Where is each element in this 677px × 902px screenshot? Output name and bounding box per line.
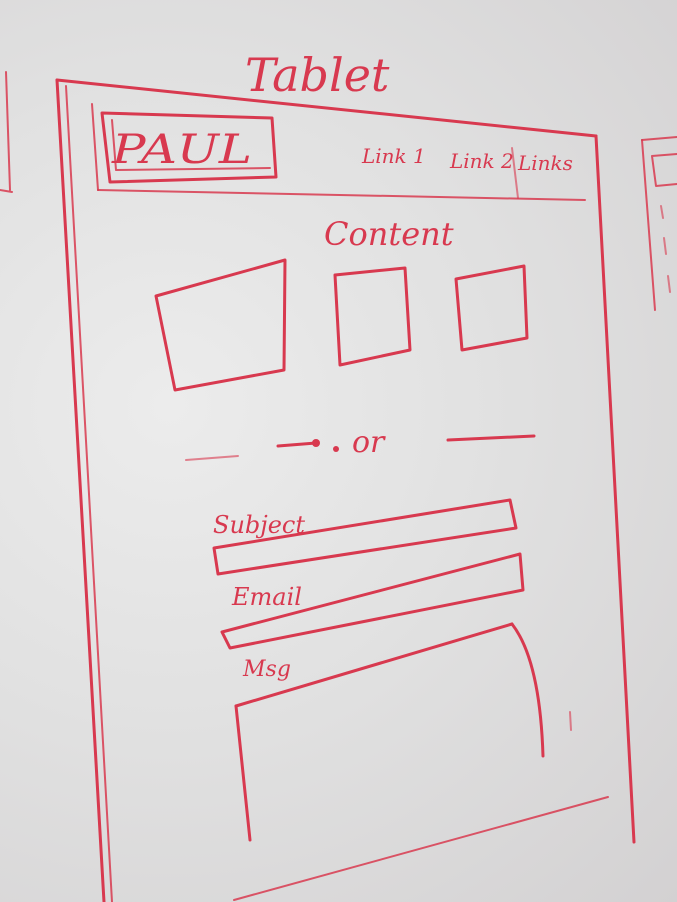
logo-box[interactable] bbox=[100, 111, 278, 184]
device-title: Tablet bbox=[245, 48, 390, 102]
header-bar bbox=[91, 103, 586, 201]
left-neighbor-sketch bbox=[0, 71, 13, 193]
nav-link-3[interactable]: Links bbox=[517, 151, 573, 175]
or-divider bbox=[185, 434, 536, 461]
email-input[interactable] bbox=[220, 552, 525, 650]
content-heading: Content bbox=[324, 215, 454, 253]
message-textarea[interactable] bbox=[234, 622, 572, 842]
content-box-2[interactable] bbox=[333, 266, 412, 367]
tablet-frame bbox=[55, 78, 636, 902]
message-label: Msg bbox=[242, 657, 291, 682]
content-box-3[interactable] bbox=[454, 264, 529, 352]
nav-link-2[interactable]: Link 2 bbox=[449, 149, 514, 173]
logo-text: PAUL bbox=[111, 127, 252, 173]
divider-text: or bbox=[352, 425, 386, 460]
right-neighbor-sketch bbox=[641, 136, 677, 311]
subject-input[interactable] bbox=[212, 498, 518, 576]
content-box-1[interactable] bbox=[154, 258, 287, 392]
nav-link-1[interactable]: Link 1 bbox=[361, 144, 426, 168]
email-label: Email bbox=[231, 583, 302, 611]
